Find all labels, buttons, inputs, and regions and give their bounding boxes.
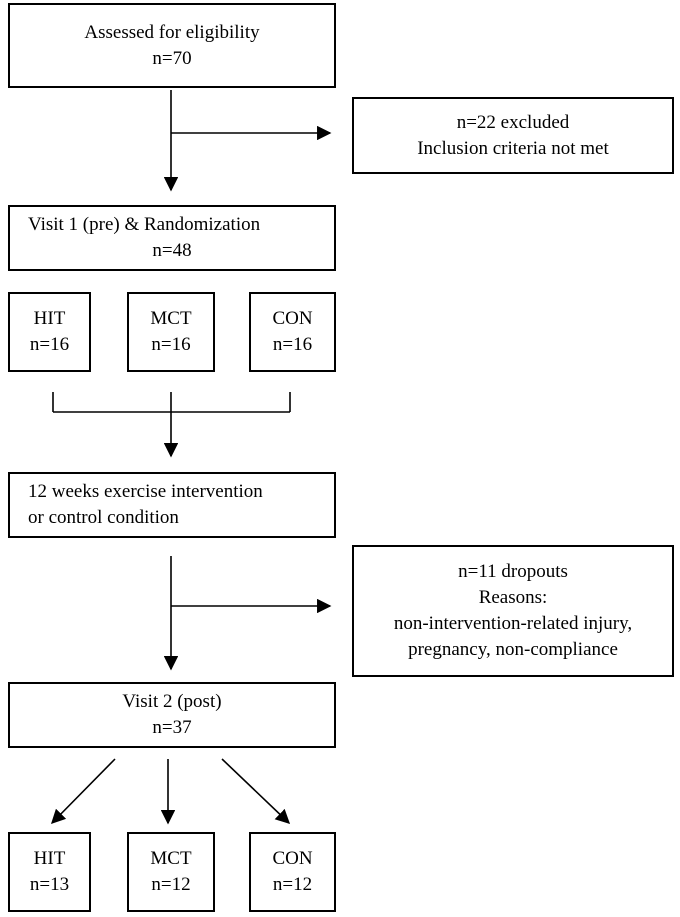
visit1-box: Visit 1 (pre) & Randomization n=48 — [8, 205, 336, 271]
excluded-box: n=22 excluded Inclusion criteria not met — [352, 97, 674, 174]
visit2-label: Visit 2 (post) — [122, 691, 222, 712]
dropouts-reasons-heading: Reasons: — [478, 587, 548, 608]
dropouts-reason-line2: pregnancy, non-compliance — [408, 639, 618, 660]
intervention-line2: or control condition — [28, 507, 179, 528]
intervention-box: 12 weeks exercise intervention or contro… — [8, 472, 336, 538]
eligibility-label: Assessed for eligibility — [84, 21, 260, 43]
group-post-con-label: CON — [272, 848, 313, 869]
group-pre-hit-label: HIT — [33, 308, 66, 329]
group-pre-mct-label: MCT — [150, 308, 192, 329]
group-pre-hit-box: HIT n=16 — [8, 292, 91, 372]
group-pre-hit-count: n=16 — [29, 334, 70, 355]
group-post-hit-label: HIT — [33, 848, 66, 869]
arrow-visit2-to-con — [221, 758, 291, 824]
group-post-mct-label: MCT — [150, 848, 192, 869]
group-pre-mct-count: n=16 — [151, 334, 191, 355]
group-post-con-box: CON n=12 — [249, 832, 336, 912]
visit1-label: Visit 1 (pre) & Randomization — [28, 214, 261, 235]
group-pre-con-box: CON n=16 — [249, 292, 336, 372]
eligibility-count: n=70 — [152, 47, 192, 69]
group-post-hit-count: n=13 — [29, 874, 70, 895]
group-post-hit-box: HIT n=13 — [8, 832, 91, 912]
intervention-line1: 12 weeks exercise intervention — [28, 481, 263, 502]
group-pre-mct-box: MCT n=16 — [127, 292, 215, 372]
group-pre-con-label: CON — [272, 308, 313, 329]
eligibility-box: Assessed for eligibility n=70 — [8, 3, 336, 88]
group-post-con-count: n=12 — [272, 874, 313, 895]
excluded-reason: Inclusion criteria not met — [417, 137, 609, 159]
dropouts-box: n=11 dropouts Reasons: non-intervention-… — [352, 545, 674, 677]
visit2-count: n=37 — [152, 717, 192, 738]
excluded-count: n=22 excluded — [456, 111, 570, 133]
dropouts-reason-line1: non-intervention-related injury, — [393, 613, 633, 634]
visit1-count: n=48 — [152, 240, 192, 261]
dropouts-count: n=11 dropouts — [458, 561, 568, 582]
group-post-mct-count: n=12 — [151, 874, 191, 895]
arrow-visit2-to-hit — [50, 758, 116, 825]
visit2-box: Visit 2 (post) n=37 — [8, 682, 336, 748]
group-post-mct-box: MCT n=12 — [127, 832, 215, 912]
group-pre-con-count: n=16 — [272, 334, 313, 355]
